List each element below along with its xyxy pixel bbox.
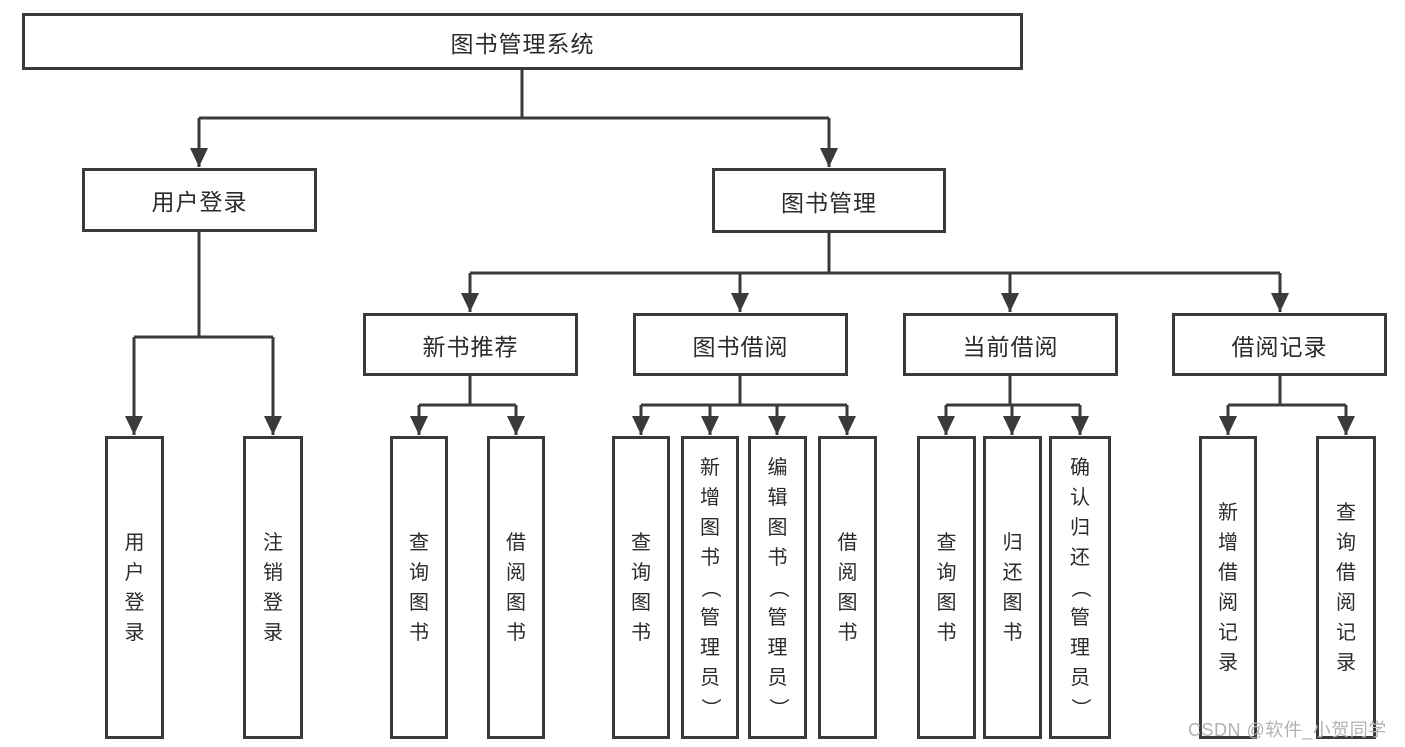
node-nbr-query-books-label: 查询图书	[409, 531, 429, 644]
node-cb-query-books-label: 查询图书	[936, 531, 957, 644]
node-book-borrowing-label: 图书借阅	[692, 333, 789, 360]
node-nbr-borrow-books-label: 借阅图书	[506, 531, 526, 644]
node-logout: 注销登录	[243, 436, 303, 739]
node-br-query-record: 查询借阅记录	[1316, 436, 1376, 739]
node-bb-add-books-label: 新增图书（管理员）	[699, 456, 721, 718]
node-login: 用户登录	[105, 436, 164, 739]
node-cb-query-books: 查询图书	[917, 436, 976, 739]
node-current-borrowing-label: 当前借阅	[962, 333, 1059, 360]
node-user-login: 用户登录	[82, 168, 317, 232]
node-new-book-recommend: 新书推荐	[363, 313, 578, 376]
node-logout-label: 注销登录	[263, 531, 283, 644]
node-nbr-borrow-books: 借阅图书	[487, 436, 545, 739]
node-new-book-recommend-label: 新书推荐	[422, 333, 519, 360]
node-cb-return-books-label: 归还图书	[1002, 531, 1023, 644]
node-borrowing-records-label: 借阅记录	[1231, 333, 1328, 360]
node-bb-edit-books-label: 编辑图书（管理员）	[766, 456, 789, 718]
node-bb-query-books: 查询图书	[612, 436, 670, 739]
node-cb-return-books: 归还图书	[983, 436, 1042, 739]
node-br-query-record-label: 查询借阅记录	[1336, 501, 1356, 674]
node-bb-query-books-label: 查询图书	[631, 531, 651, 644]
node-bb-borrow-books: 借阅图书	[818, 436, 877, 739]
csdn-watermark: CSDN @软件_小贺同学	[1188, 720, 1387, 740]
node-cb-confirm-return: 确认归还（管理员）	[1049, 436, 1111, 739]
node-current-borrowing: 当前借阅	[903, 313, 1118, 376]
node-cb-confirm-return-label: 确认归还（管理员）	[1069, 456, 1091, 718]
node-nbr-query-books: 查询图书	[390, 436, 448, 739]
node-borrowing-records: 借阅记录	[1172, 313, 1387, 376]
node-library-management-system-label: 图书管理系统	[450, 30, 595, 57]
node-bb-add-books: 新增图书（管理员）	[681, 436, 739, 739]
node-bb-edit-books: 编辑图书（管理员）	[748, 436, 807, 739]
node-book-borrowing: 图书借阅	[633, 313, 848, 376]
node-user-login-label: 用户登录	[151, 189, 248, 215]
node-br-add-record-label: 新增借阅记录	[1218, 501, 1238, 674]
node-library-management-system: 图书管理系统	[22, 13, 1023, 70]
node-bb-borrow-books-label: 借阅图书	[837, 531, 858, 644]
node-br-add-record: 新增借阅记录	[1199, 436, 1257, 739]
node-login-label: 用户登录	[124, 531, 145, 644]
node-book-management: 图书管理	[712, 168, 946, 233]
node-book-management-label: 图书管理	[781, 189, 877, 216]
